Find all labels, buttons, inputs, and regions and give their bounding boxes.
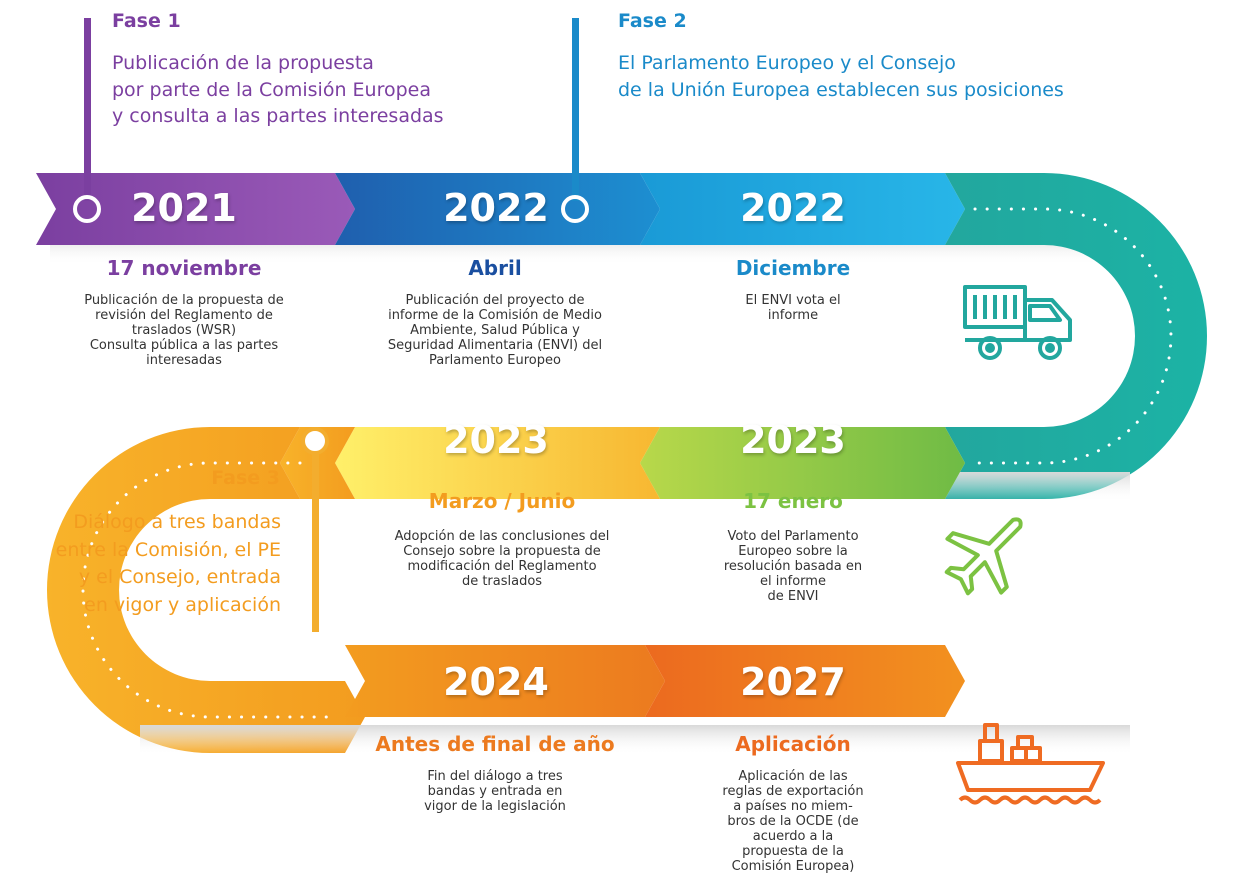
milestone-text: Voto del Parlamento Europeo sobre la res… bbox=[643, 529, 943, 605]
milestone-text-line: revisión del Reglamento de bbox=[95, 307, 273, 323]
phase-1-line: Publicación de la propuesta bbox=[112, 52, 374, 74]
milestone-heading: 17 noviembre bbox=[106, 256, 262, 280]
ribbon-row-2 bbox=[280, 427, 1130, 502]
milestone-heading: Abril bbox=[468, 256, 522, 280]
phase-3-line: en vigor y aplicación bbox=[84, 593, 281, 616]
milestone-text-line: interesadas bbox=[146, 352, 222, 368]
milestone-text-line: resolución basada en bbox=[723, 558, 863, 574]
phase-3-description: Diálogo a tres bandas entre la Comisión,… bbox=[0, 509, 281, 619]
milestone-text-line: Consejo sobre la propuesta de bbox=[403, 543, 601, 559]
year-label: 2022 bbox=[740, 186, 846, 230]
milestone-text-line: propuesta de la bbox=[742, 843, 844, 859]
milestone-heading: Marzo / Junio bbox=[428, 489, 576, 513]
truck-icon bbox=[963, 285, 1072, 360]
phase-1-description: Publicación de la propuesta por parte de… bbox=[112, 50, 444, 130]
milestone-text-line: a países no miem- bbox=[733, 798, 853, 814]
milestone-heading: Aplicación bbox=[735, 732, 851, 756]
airplane-icon bbox=[944, 517, 1023, 596]
milestone-text-line: Europeo sobre la bbox=[738, 543, 848, 559]
milestone-text-line: informe de la Comisión de Medio bbox=[388, 307, 602, 323]
milestone-text: Publicación de la propuesta de revisión … bbox=[34, 293, 334, 369]
ribbon-row-3 bbox=[140, 645, 1130, 755]
milestone-text-line: El ENVI vota el bbox=[745, 293, 841, 308]
milestone-text: Adopción de las conclusiones del Consejo… bbox=[352, 529, 652, 590]
phase-3-line: entre la Comisión, el PE bbox=[55, 538, 281, 561]
milestone-text-line: Ambiente, Salud Pública y bbox=[410, 322, 580, 338]
milestone-text-line: Parlamento Europeo bbox=[429, 352, 561, 368]
milestone-text: Aplicación de las reglas de exportación … bbox=[643, 769, 943, 875]
milestone-text-line: acuerdo a la bbox=[752, 828, 834, 844]
milestone-text: Fin del diálogo a tres bandas y entrada … bbox=[345, 769, 645, 815]
year-label: 2023 bbox=[740, 418, 846, 462]
phase-2-line: de la Unión Europea establecen sus posic… bbox=[618, 78, 1064, 101]
phase-1-line: por parte de la Comisión Europea bbox=[112, 78, 432, 101]
milestone-heading: Antes de final de año bbox=[375, 732, 615, 756]
year-label: 2022 bbox=[443, 186, 549, 230]
phase-2-line: El Parlamento Europeo y el Consejo bbox=[618, 52, 956, 74]
milestone-text-line: el informe bbox=[760, 573, 826, 589]
phase-1-pin bbox=[73, 18, 101, 223]
milestone-text-line: Comisión Europea) bbox=[731, 858, 855, 874]
year-label: 2023 bbox=[443, 418, 549, 462]
milestone-text: El ENVI vota el informe bbox=[643, 293, 943, 324]
phase-3-pin bbox=[301, 427, 329, 632]
milestone-text-line: Consulta pública a las partes bbox=[89, 337, 279, 353]
milestone-text-line: bros de la OCDE (de bbox=[727, 813, 859, 829]
milestone-text-line: Aplicación de las bbox=[738, 769, 848, 784]
milestone-text-line: traslados (WSR) bbox=[131, 322, 237, 338]
phase-3-title: Fase 3 bbox=[211, 467, 280, 489]
phase-2-title: Fase 2 bbox=[618, 10, 687, 32]
phase-2-pin bbox=[561, 18, 589, 223]
milestone-text: Publicación del proyecto de informe de l… bbox=[345, 293, 645, 369]
phase-3-line: Diálogo a tres bandas bbox=[73, 511, 281, 533]
milestone-text-line: Adopción de las conclusiones del bbox=[394, 529, 610, 544]
milestone-text-line: bandas y entrada en bbox=[427, 783, 563, 799]
milestone-text-line: Seguridad Alimentaria (ENVI) del bbox=[387, 337, 603, 353]
milestone-heading: Diciembre bbox=[735, 256, 851, 280]
milestone-text-line: informe bbox=[767, 307, 819, 323]
milestone-text-line: vigor de la legislación bbox=[424, 798, 566, 814]
milestone-text-line: de ENVI bbox=[767, 588, 819, 604]
year-label: 2021 bbox=[131, 186, 237, 230]
milestone-text-line: de traslados bbox=[461, 573, 543, 589]
milestone-heading: 17 enero bbox=[743, 489, 843, 513]
ribbon-turn-right bbox=[945, 173, 1207, 499]
milestone-text-line: Voto del Parlamento bbox=[727, 529, 859, 544]
milestone-text-line: Publicación de la propuesta de bbox=[84, 293, 284, 308]
phase-2-description: El Parlamento Europeo y el Consejo de la… bbox=[618, 50, 1064, 103]
ribbon-turn-left bbox=[47, 427, 365, 753]
phase-1-title: Fase 1 bbox=[112, 10, 181, 32]
year-label: 2027 bbox=[740, 660, 846, 704]
ship-icon bbox=[956, 723, 1105, 805]
milestone-text-line: modificación del Reglamento bbox=[407, 558, 597, 574]
milestone-text-line: reglas de exportación bbox=[722, 783, 864, 799]
phase-3-line: y el Consejo, entrada bbox=[78, 566, 281, 589]
year-label: 2024 bbox=[443, 660, 549, 704]
phase-1-line: y consulta a las partes interesadas bbox=[112, 105, 444, 128]
milestone-text-line: Fin del diálogo a tres bbox=[427, 769, 563, 784]
milestone-text-line: Publicación del proyecto de bbox=[405, 293, 585, 308]
